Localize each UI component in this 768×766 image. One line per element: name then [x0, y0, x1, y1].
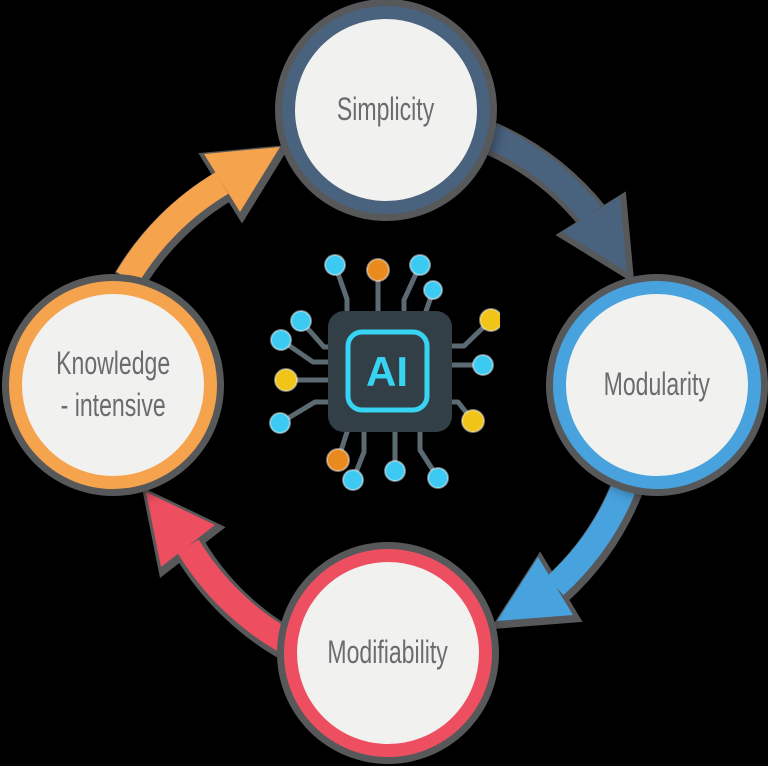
knowledge-line-1: Knowledge — [55, 345, 171, 382]
chip-ai-label: AI — [366, 348, 408, 395]
pin-dot-cyan — [324, 254, 346, 276]
arrow-simplicity-to-modularity — [482, 122, 635, 284]
pin-dot-cyan — [384, 460, 406, 482]
node-modifiability: Modifiability — [284, 549, 492, 757]
pin-dot-yellow — [461, 409, 485, 433]
arrow-modifiability-to-knowledge — [141, 487, 294, 658]
pin-dot-cyan — [423, 280, 443, 300]
pin-dot-cyan — [342, 469, 364, 491]
ai-chip-icon: AI — [269, 254, 500, 491]
pin-dot-orange — [366, 258, 390, 282]
pin-dot-yellow — [274, 368, 298, 392]
node-modularity-label: Modularity — [603, 366, 711, 403]
pin-dot-cyan — [290, 310, 312, 332]
pin-dot-cyan — [427, 467, 449, 489]
arrow-modularity-to-modifiability — [490, 480, 643, 630]
arrow-knowledge-to-simplicity — [114, 144, 291, 290]
chip-inner-frame — [345, 329, 430, 413]
pin-dot-yellow — [479, 308, 500, 332]
node-knowledge-intensive: Knowledge - intensive — [9, 281, 217, 489]
node-modifiability-label: Modifiability — [327, 634, 449, 671]
pin-dot-cyan — [270, 329, 292, 351]
node-simplicity: Simplicity — [282, 6, 490, 214]
node-simplicity-label: Simplicity — [337, 91, 435, 128]
chip-pins — [269, 254, 500, 491]
node-modularity: Modularity — [553, 281, 761, 489]
pin-dot-cyan — [472, 354, 494, 376]
chip-body — [328, 311, 452, 432]
pin-dot-cyan — [409, 254, 431, 276]
knowledge-line-2: - intensive — [60, 387, 166, 423]
pin-dot-cyan — [269, 412, 291, 434]
pin-dot-orange — [326, 448, 350, 472]
node-knowledge-intensive-label: Knowledge - intensive — [56, 343, 170, 426]
